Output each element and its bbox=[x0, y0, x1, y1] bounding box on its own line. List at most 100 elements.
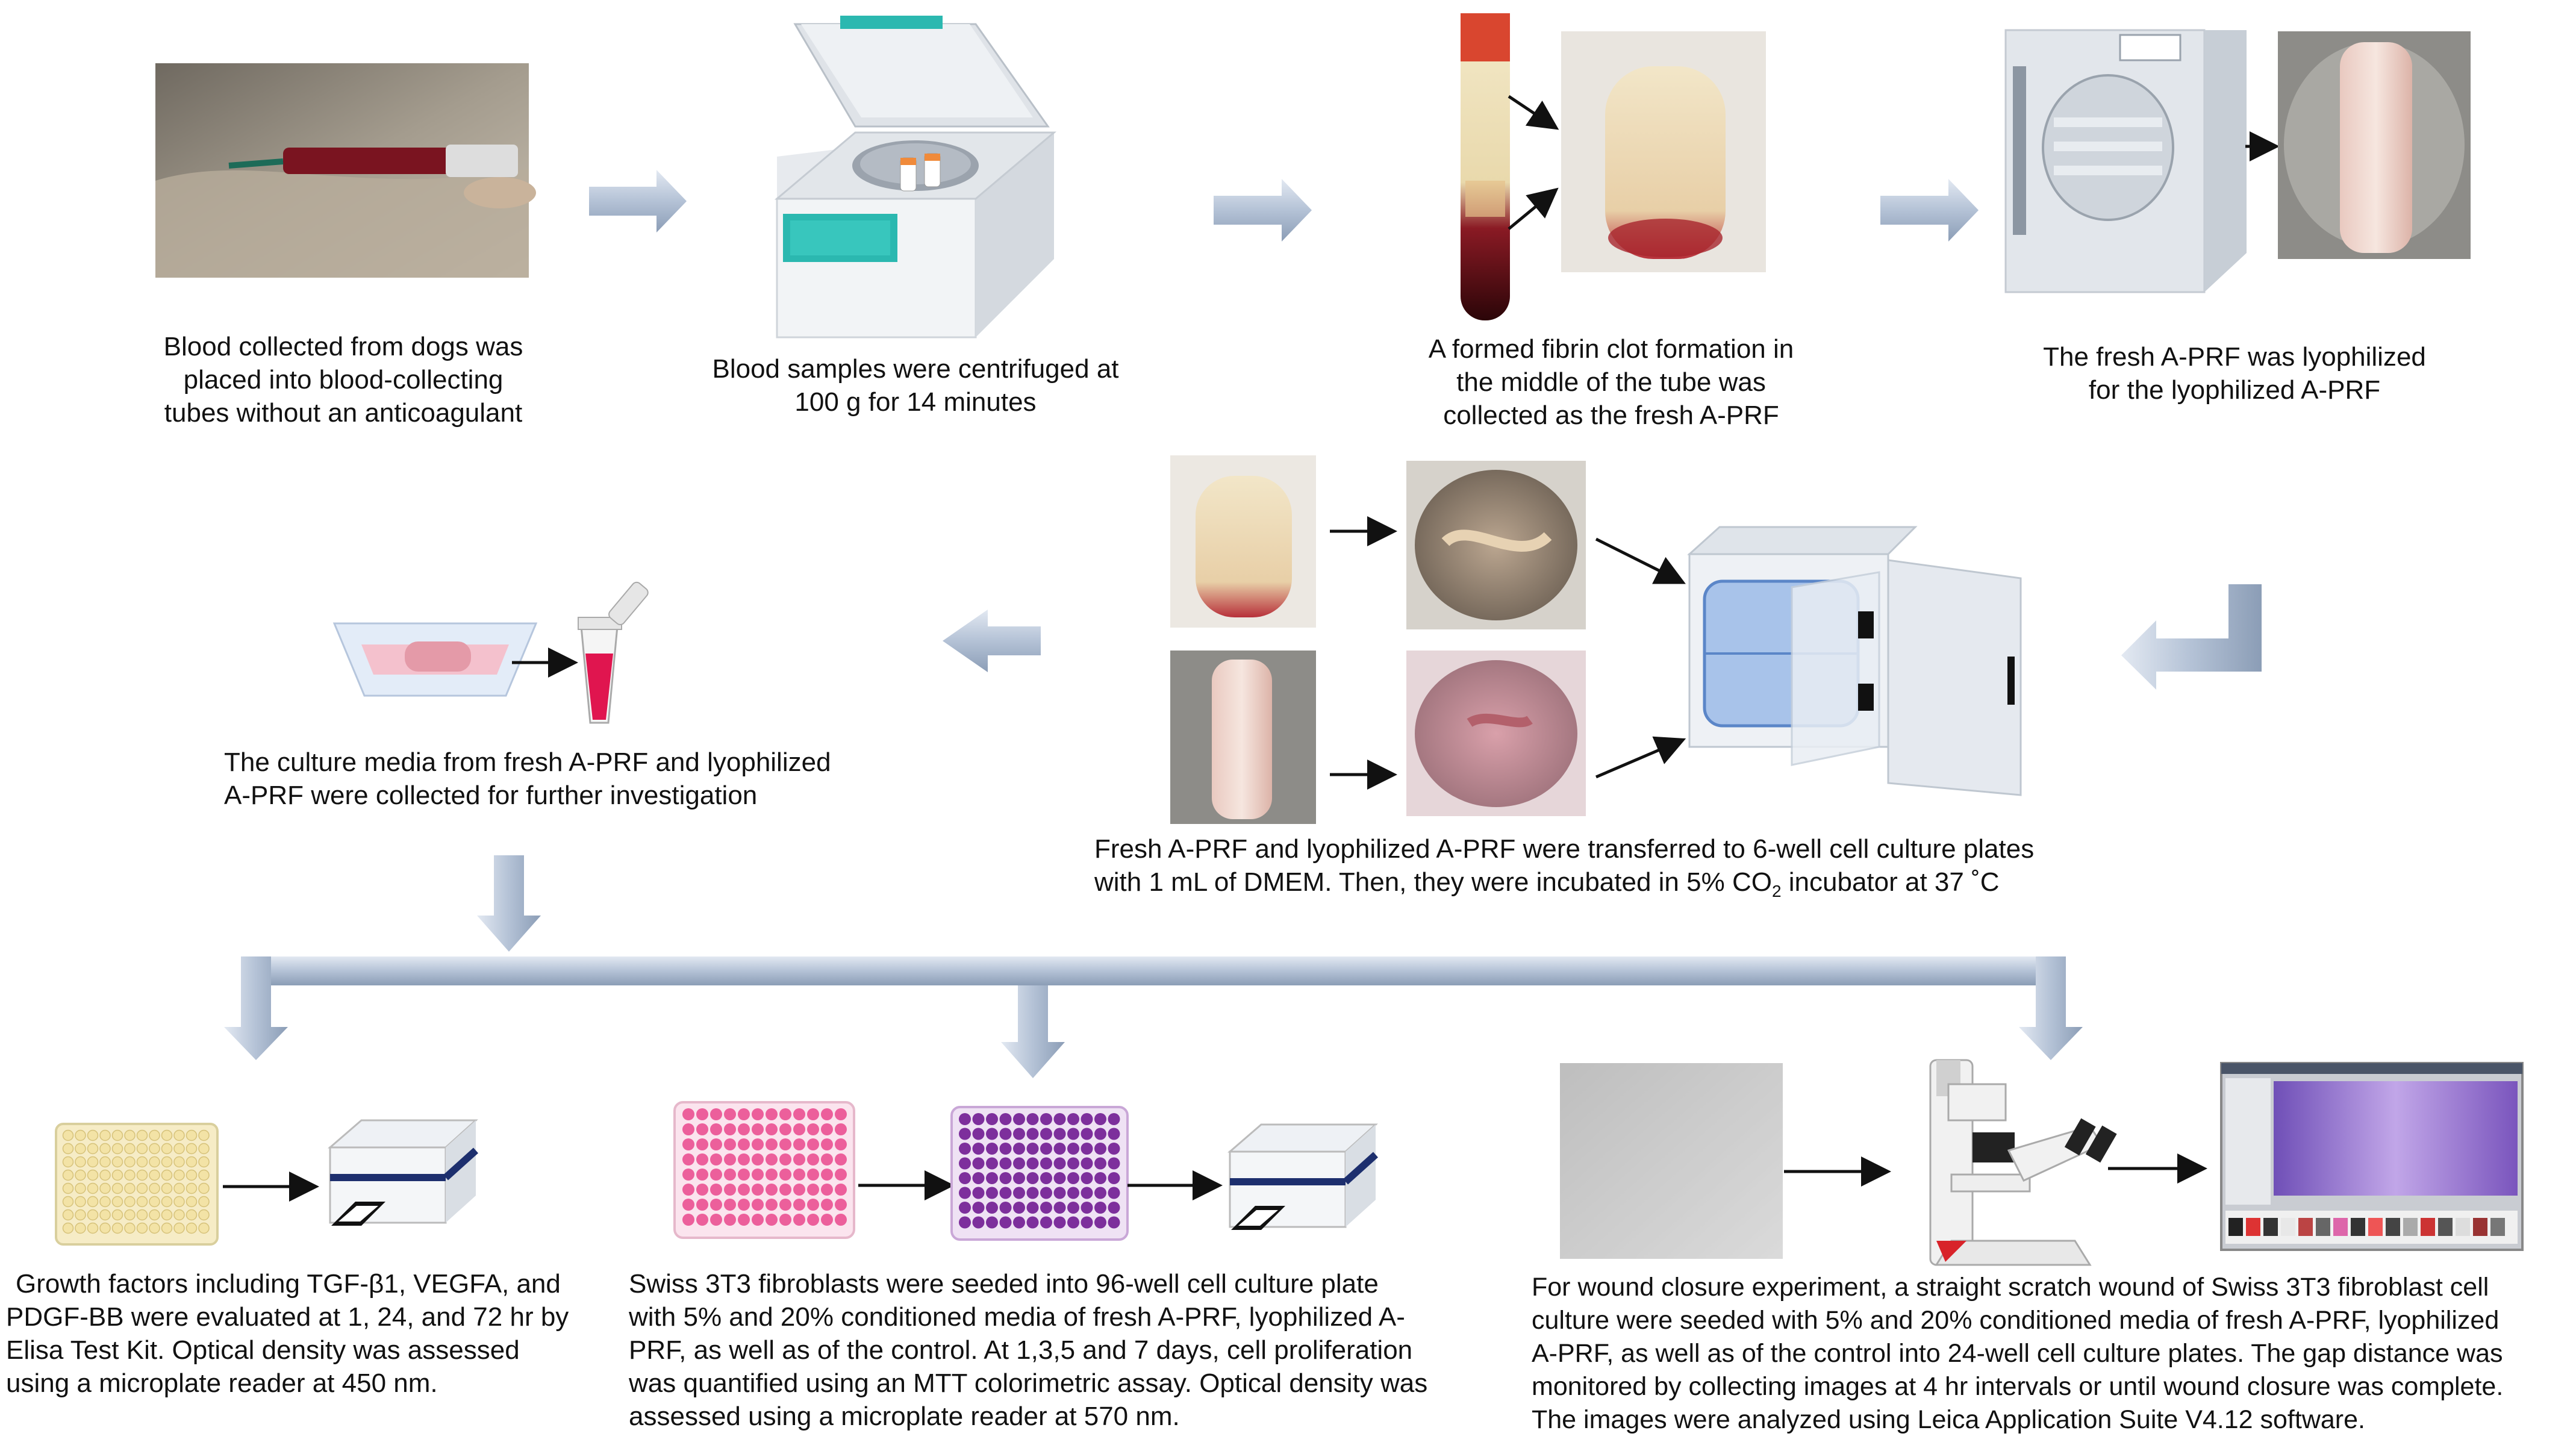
blood-collection-photo bbox=[155, 63, 536, 278]
plate-well bbox=[198, 1196, 210, 1208]
plate-well bbox=[682, 1108, 694, 1120]
plate-well bbox=[738, 1108, 750, 1120]
plate-well bbox=[75, 1156, 86, 1168]
plate-well bbox=[696, 1108, 708, 1120]
caption-line-part: incubator at 37 ˚C bbox=[1781, 867, 2000, 897]
plate-well bbox=[1067, 1113, 1079, 1125]
plate-well bbox=[682, 1123, 694, 1135]
plate-well bbox=[1067, 1128, 1079, 1140]
plate-well bbox=[682, 1169, 694, 1181]
plate-well bbox=[62, 1196, 74, 1208]
culture-media-illustration bbox=[332, 581, 649, 724]
software-swatch bbox=[2438, 1218, 2453, 1236]
plate-well bbox=[710, 1214, 722, 1226]
plate-well bbox=[682, 1153, 694, 1165]
plate-well bbox=[738, 1214, 750, 1226]
plate-well bbox=[198, 1156, 210, 1168]
distribution-bar bbox=[224, 956, 2083, 1078]
plate-well bbox=[62, 1143, 74, 1155]
plate-well bbox=[724, 1138, 736, 1150]
plate-well bbox=[959, 1187, 971, 1199]
plate-well bbox=[149, 1222, 160, 1234]
plate-well bbox=[821, 1123, 833, 1135]
plate-well bbox=[1040, 1143, 1052, 1155]
plate-well bbox=[62, 1129, 74, 1141]
plate-well bbox=[972, 1216, 985, 1229]
pointer-arrow-top bbox=[1508, 95, 1559, 130]
plate-well bbox=[161, 1129, 173, 1141]
plate-well bbox=[62, 1209, 74, 1221]
plate-well bbox=[1013, 1128, 1025, 1140]
plate-well bbox=[1108, 1128, 1120, 1140]
caption-line: with 5% and 20% conditioned media of fre… bbox=[629, 1302, 1405, 1332]
plate-well bbox=[136, 1169, 148, 1181]
caption-lyophilize: The fresh A-PRF was lyophilized for the … bbox=[2030, 340, 2439, 407]
microplate-reader-2 bbox=[1227, 1123, 1379, 1230]
software-swatch bbox=[2351, 1218, 2365, 1236]
plate-well bbox=[75, 1143, 86, 1155]
plate-well bbox=[752, 1214, 764, 1226]
plate-well bbox=[986, 1216, 998, 1229]
plate-well bbox=[972, 1113, 985, 1125]
plate-well bbox=[1053, 1157, 1066, 1170]
plate-well bbox=[710, 1108, 722, 1120]
plate-well bbox=[75, 1222, 86, 1234]
plate-well bbox=[766, 1123, 778, 1135]
plate-well bbox=[111, 1143, 123, 1155]
caption-mtt-assay: Swiss 3T3 fibroblasts were seeded into 9… bbox=[629, 1267, 1484, 1433]
plate-well bbox=[173, 1196, 185, 1208]
plate-well bbox=[752, 1169, 764, 1181]
plate-well bbox=[1026, 1157, 1039, 1170]
plate-well bbox=[62, 1156, 74, 1168]
plate-well bbox=[766, 1214, 778, 1226]
plate-well bbox=[724, 1214, 736, 1226]
plate-well bbox=[161, 1222, 173, 1234]
microscope-illustration bbox=[1929, 1059, 2117, 1266]
plate-well bbox=[959, 1128, 971, 1140]
process-arrow-3 bbox=[1880, 179, 1979, 242]
caption-line: Growth factors including TGF-β1, VEGFA, … bbox=[16, 1269, 561, 1299]
plate-well bbox=[1040, 1202, 1052, 1214]
plate-well bbox=[111, 1156, 123, 1168]
plate-well bbox=[821, 1184, 833, 1196]
software-swatch bbox=[2281, 1218, 2295, 1236]
dish-lyophilized-photo bbox=[1406, 651, 1586, 816]
plate-well bbox=[1108, 1172, 1120, 1184]
plate-well bbox=[724, 1169, 736, 1181]
plate-well bbox=[1081, 1128, 1093, 1140]
plate-well bbox=[149, 1156, 160, 1168]
plate-well bbox=[807, 1153, 819, 1165]
plate-well bbox=[99, 1129, 111, 1141]
plate-well bbox=[1108, 1143, 1120, 1155]
plate-well bbox=[1013, 1172, 1025, 1184]
plate-well bbox=[738, 1184, 750, 1196]
caption-centrifuge: Blood samples were centrifuged at 100 g … bbox=[699, 352, 1132, 419]
plate-well bbox=[752, 1184, 764, 1196]
plate-well bbox=[1053, 1113, 1066, 1125]
plate-well bbox=[161, 1156, 173, 1168]
plate-well bbox=[779, 1214, 791, 1226]
software-swatch bbox=[2456, 1218, 2470, 1236]
plate-well bbox=[173, 1156, 185, 1168]
plate-well bbox=[696, 1184, 708, 1196]
plate-well bbox=[75, 1182, 86, 1194]
plate-well bbox=[821, 1214, 833, 1226]
plate-well bbox=[696, 1123, 708, 1135]
lyophilized-prf-photo-2 bbox=[1170, 651, 1316, 824]
plate-well bbox=[793, 1199, 805, 1211]
plate-well bbox=[198, 1182, 210, 1194]
plate-well bbox=[124, 1156, 136, 1168]
plate-well bbox=[99, 1169, 111, 1181]
plate-well bbox=[1067, 1143, 1079, 1155]
plate-well bbox=[752, 1153, 764, 1165]
plate-well bbox=[1053, 1202, 1066, 1214]
plate-well bbox=[62, 1182, 74, 1194]
software-swatch bbox=[2333, 1218, 2348, 1236]
plate-well bbox=[1094, 1216, 1106, 1229]
plate-well bbox=[111, 1222, 123, 1234]
plate-well bbox=[87, 1129, 99, 1141]
plate-well bbox=[793, 1108, 805, 1120]
plate-well bbox=[87, 1143, 99, 1155]
plate-well bbox=[1013, 1216, 1025, 1229]
plate-well bbox=[186, 1169, 198, 1181]
